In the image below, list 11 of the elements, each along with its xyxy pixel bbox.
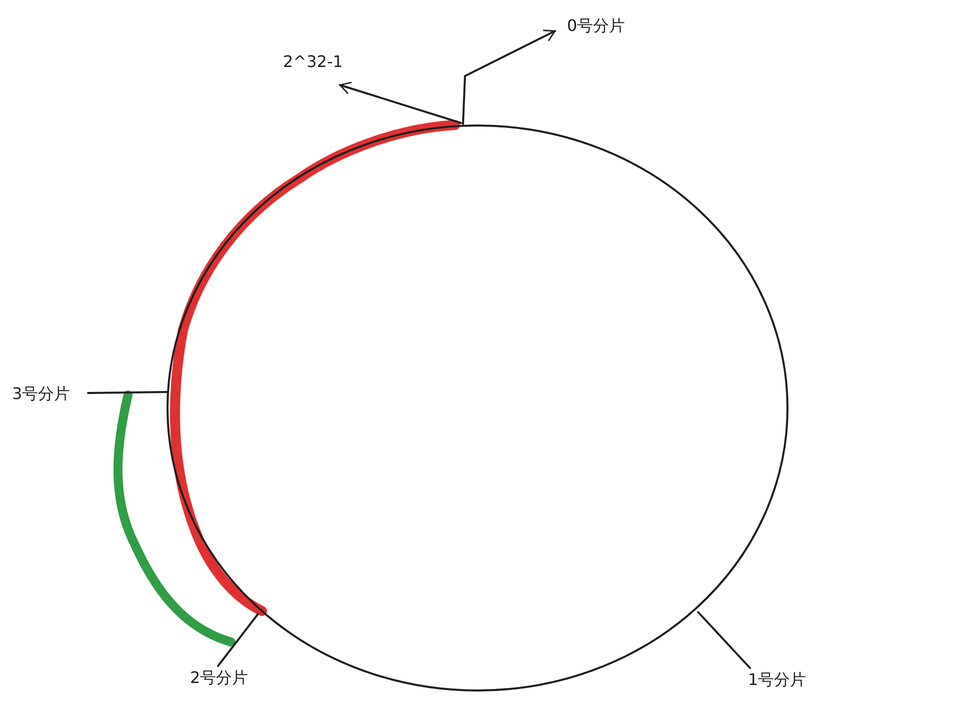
shard-label: 3号分片 (12, 384, 70, 404)
leader-line (217, 613, 259, 667)
leader-line (87, 391, 168, 394)
shard-label: 1号分片 (748, 670, 806, 690)
leader-line (697, 611, 751, 669)
shard-label: 2^32-1 (283, 52, 343, 72)
arrow (462, 30, 556, 125)
ring-circle (166, 124, 789, 692)
shard-label: 2号分片 (190, 668, 248, 688)
shard-label: 0号分片 (567, 16, 626, 36)
arrow (339, 82, 462, 124)
